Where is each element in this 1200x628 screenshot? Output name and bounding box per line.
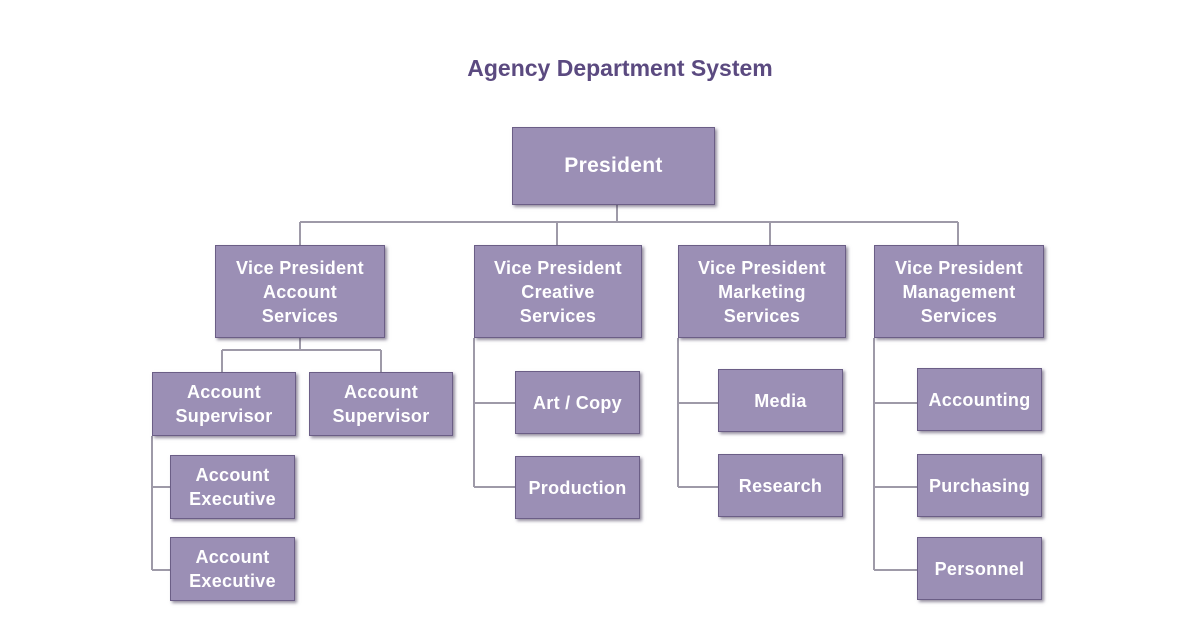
node-accounting: Accounting bbox=[917, 368, 1042, 431]
node-account-supervisor-1: Account Supervisor bbox=[152, 372, 296, 436]
node-personnel: Personnel bbox=[917, 537, 1042, 600]
node-vp-account-services: Vice President Account Services bbox=[215, 245, 385, 338]
node-account-executive-1: Account Executive bbox=[170, 455, 295, 519]
node-media: Media bbox=[718, 369, 843, 432]
node-president: President bbox=[512, 127, 715, 205]
node-research: Research bbox=[718, 454, 843, 517]
chart-title: Agency Department System bbox=[467, 55, 773, 81]
node-production: Production bbox=[515, 456, 640, 519]
node-vp-management-services: Vice President Management Services bbox=[874, 245, 1044, 338]
node-vp-marketing-services: Vice President Marketing Services bbox=[678, 245, 846, 338]
node-purchasing: Purchasing bbox=[917, 454, 1042, 517]
node-vp-creative-services: Vice President Creative Services bbox=[474, 245, 642, 338]
node-art-copy: Art / Copy bbox=[515, 371, 640, 434]
node-account-executive-2: Account Executive bbox=[170, 537, 295, 601]
node-account-supervisor-2: Account Supervisor bbox=[309, 372, 453, 436]
